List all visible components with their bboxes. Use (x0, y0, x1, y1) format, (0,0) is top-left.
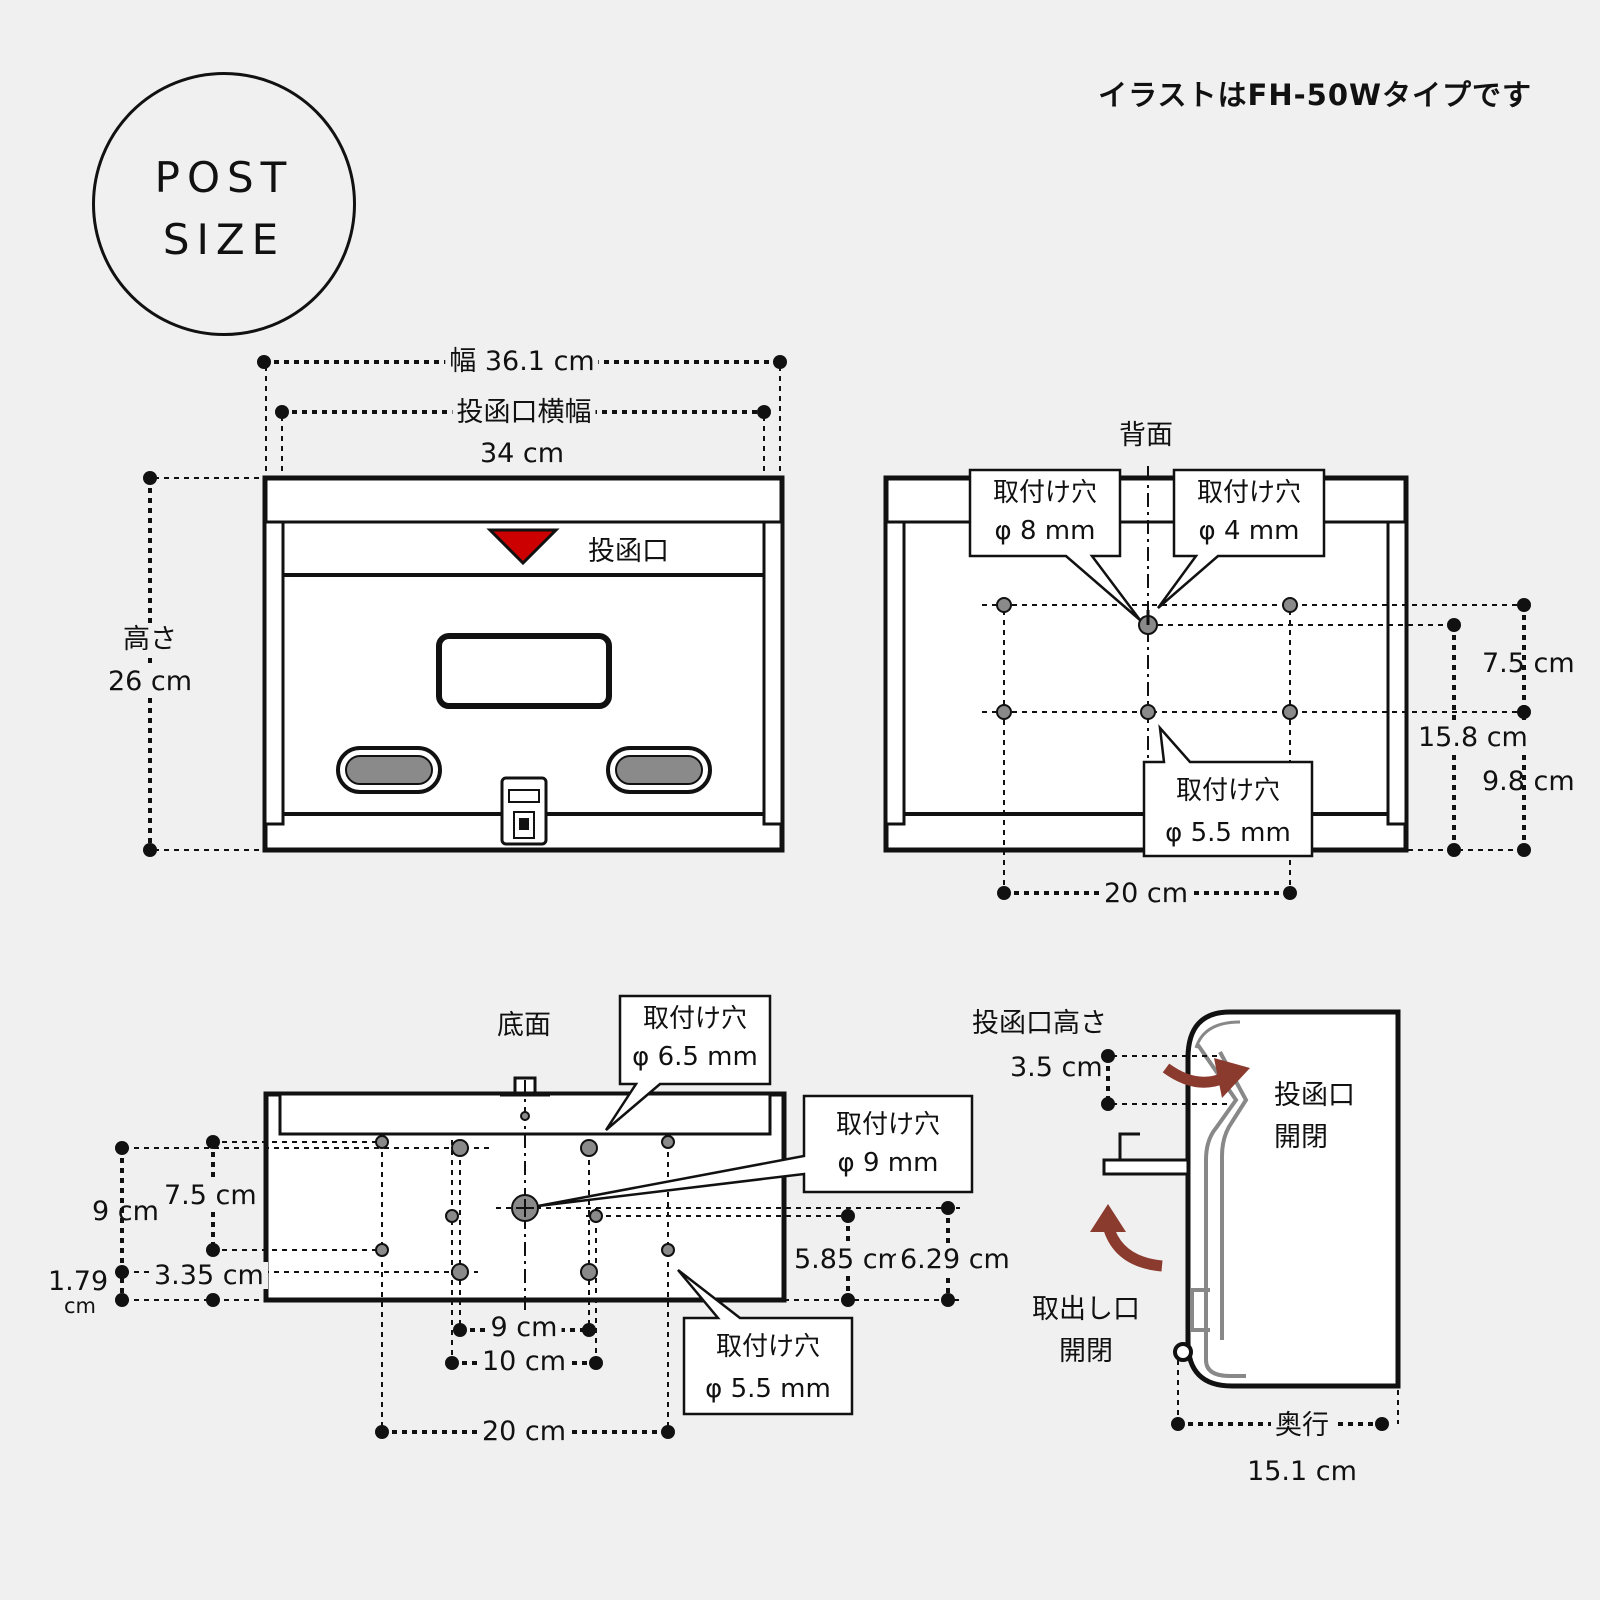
front-height-label: 高さ (119, 626, 181, 653)
back-dim-15-8: 15.8 cm (1414, 724, 1532, 751)
front-height-value: 26 cm (103, 668, 197, 695)
badge-line-2: SIZE (162, 215, 286, 264)
illustration-note: イラストはFH-50Wタイプです (1098, 78, 1532, 112)
front-slot-width-value: 34 cm (479, 438, 565, 469)
bottom-dim-1-79-unit: cm (64, 1294, 97, 1318)
bottom-hole-9-name: 取付け穴 (835, 1110, 940, 1140)
bottom-dim-9: 9 cm (92, 1196, 159, 1227)
side-depth-label: 奥行 (1271, 1412, 1333, 1439)
back-dim-20: 20 cm (1099, 880, 1193, 907)
back-hole-8-size: φ 8 mm (994, 516, 1096, 546)
front-view (143, 355, 787, 857)
front-slot-label: 投函口 (588, 536, 669, 567)
back-dim-7-5: 7.5 cm (1482, 648, 1575, 679)
bottom-dim-5-85: 5.85 cm (790, 1246, 908, 1273)
side-open-label-2: 開閉 (1274, 1122, 1328, 1153)
side-depth-value: 15.1 cm (1247, 1456, 1357, 1487)
side-slot-height-value: 3.5 cm (1010, 1052, 1103, 1083)
side-view (1090, 1009, 1401, 1431)
post-size-badge: POST SIZE (92, 72, 356, 336)
bottom-dim-6-29: 6.29 cm (896, 1246, 1014, 1273)
back-dim-9-8: 9.8 cm (1482, 766, 1575, 797)
back-hole-8-name: 取付け穴 (992, 478, 1097, 508)
bottom-dim-3-35: 3.35 cm (150, 1262, 268, 1289)
side-out-label-1: 取出し口 (1032, 1294, 1140, 1325)
bottom-hole-65-callout: 取付け穴 φ 6.5 mm (620, 1000, 770, 1076)
bottom-title: 底面 (497, 1010, 551, 1041)
bottom-hole-55-callout: 取付け穴 φ 5.5 mm (684, 1326, 852, 1410)
bottom-view (115, 994, 974, 1439)
back-view (883, 466, 1531, 900)
back-hole-4-size: φ 4 mm (1198, 516, 1300, 546)
front-slot-width-label: 投函口横幅 (452, 399, 596, 426)
back-hole-55-size: φ 5.5 mm (1165, 818, 1291, 848)
bottom-hole-55-size: φ 5.5 mm (705, 1374, 831, 1404)
back-hole-4-name: 取付け穴 (1196, 478, 1301, 508)
bottom-dim-1-79: 1.79 (48, 1266, 109, 1297)
back-hole-4-callout: 取付け穴 φ 4 mm (1174, 474, 1324, 550)
bottom-hole-65-name: 取付け穴 (642, 1004, 747, 1034)
side-out-label-2: 開閉 (1059, 1336, 1113, 1367)
side-slot-height-label: 投函口高さ (972, 1008, 1107, 1039)
bottom-dim-9-inner: 9 cm (486, 1314, 562, 1341)
front-width-label: 幅 36.1 cm (445, 348, 599, 375)
bottom-hole-9-size: φ 9 mm (837, 1148, 939, 1178)
back-hole-55-callout: 取付け穴 φ 5.5 mm (1144, 770, 1312, 854)
back-title: 背面 (1119, 420, 1173, 451)
bottom-dim-10: 10 cm (477, 1348, 571, 1375)
bottom-hole-9-callout: 取付け穴 φ 9 mm (804, 1106, 972, 1182)
side-open-label-1: 投函口 (1274, 1080, 1355, 1111)
bottom-hole-65-size: φ 6.5 mm (632, 1042, 758, 1072)
back-hole-8-callout: 取付け穴 φ 8 mm (970, 474, 1120, 550)
bottom-dim-20: 20 cm (477, 1418, 571, 1445)
bottom-hole-55-name: 取付け穴 (715, 1332, 820, 1362)
bottom-dim-7-5: 7.5 cm (160, 1182, 261, 1209)
back-hole-55-name: 取付け穴 (1175, 776, 1280, 806)
badge-line-1: POST (154, 153, 294, 202)
